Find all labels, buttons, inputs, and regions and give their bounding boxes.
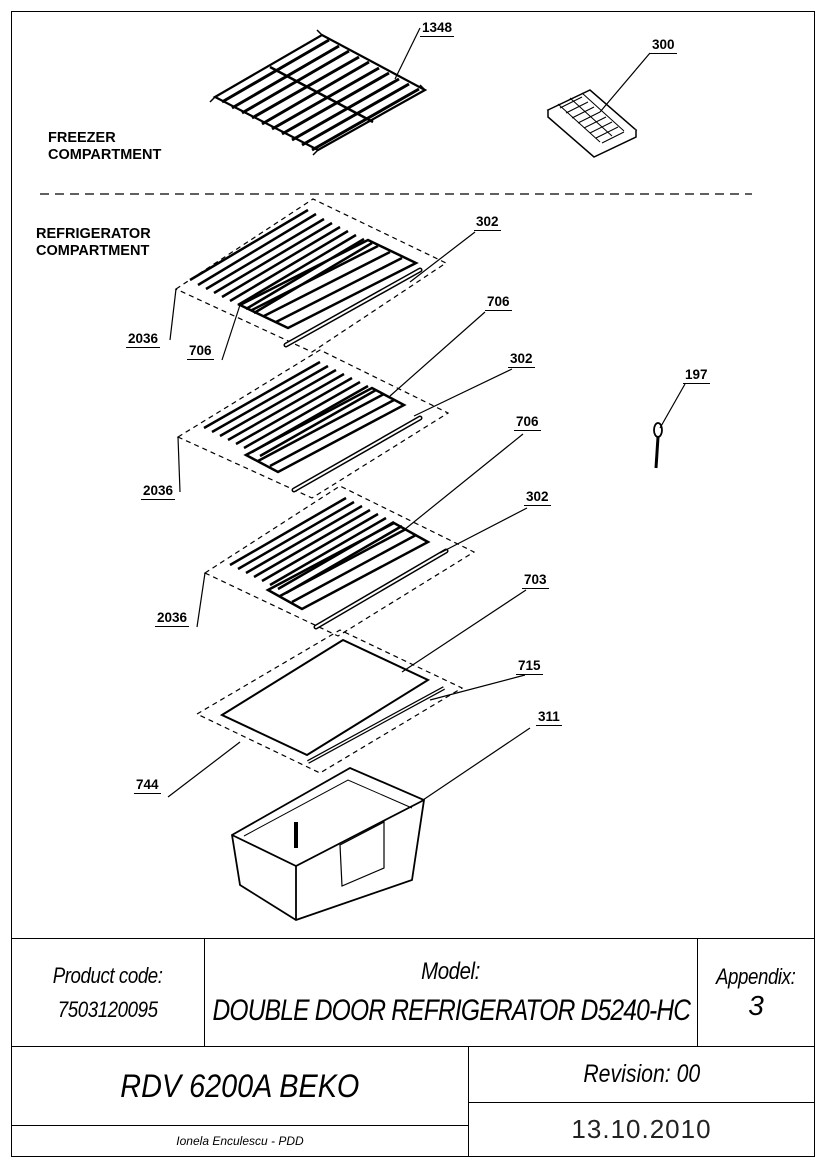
product-code-label: Product code: bbox=[53, 962, 163, 988]
refrigerator-section-label: REFRIGERATOR COMPARTMENT bbox=[36, 226, 151, 259]
part-callout-302: 302 bbox=[508, 351, 535, 368]
part-callout-2036: 2036 bbox=[155, 610, 190, 627]
part-callout-300: 300 bbox=[650, 37, 677, 54]
refrigerator-shelf-1 bbox=[174, 198, 448, 353]
freezer-section-label: FREEZER COMPARTMENT bbox=[48, 130, 162, 163]
part-callout-706: 706 bbox=[187, 343, 214, 360]
leader-lines bbox=[167, 231, 686, 803]
product-name-cell: RDV 6200A BEKO bbox=[11, 1046, 469, 1126]
part-callout-2036: 2036 bbox=[141, 483, 176, 500]
refrigerator-shelf-2 bbox=[176, 349, 450, 499]
ice-tray bbox=[546, 89, 638, 158]
model-label: Model: bbox=[421, 957, 481, 985]
exploded-parts-drawing bbox=[40, 27, 752, 921]
part-callout-302: 302 bbox=[524, 489, 551, 506]
part-callout-302: 302 bbox=[474, 214, 501, 231]
appendix-cell: Appendix: 3 bbox=[697, 938, 815, 1047]
appendix-value: 3 bbox=[748, 989, 764, 1021]
crisper-box bbox=[231, 766, 425, 921]
date-cell: 13.10.2010 bbox=[468, 1102, 815, 1157]
author-value: Ionela Enculescu - PDD bbox=[176, 1134, 304, 1148]
product-code-value: 7503120095 bbox=[58, 996, 158, 1022]
part-callout-2036: 2036 bbox=[126, 331, 161, 348]
part-callout-197: 197 bbox=[683, 367, 710, 384]
part-callout-1348: 1348 bbox=[420, 20, 455, 37]
product-name: RDV 6200A BEKO bbox=[120, 1067, 360, 1104]
part-callout-703: 703 bbox=[522, 572, 549, 589]
glass-shelf bbox=[195, 629, 464, 774]
date-value: 13.10.2010 bbox=[571, 1114, 712, 1144]
part-callout-311: 311 bbox=[536, 709, 562, 726]
author-cell: Ionela Enculescu - PDD bbox=[11, 1125, 469, 1157]
freezer-wire-shelf bbox=[209, 29, 428, 156]
clip-part bbox=[653, 422, 663, 469]
title-block: Product code: 7503120095 Model: DOUBLE D… bbox=[11, 938, 815, 1157]
refrigerator-shelf-3 bbox=[203, 485, 476, 637]
revision-cell: Revision: 00 bbox=[468, 1046, 815, 1103]
part-callout-706: 706 bbox=[514, 414, 541, 431]
revision-value: Revision: 00 bbox=[583, 1060, 700, 1088]
part-callout-706: 706 bbox=[485, 294, 512, 311]
appendix-label: Appendix: bbox=[716, 963, 796, 989]
part-callout-715: 715 bbox=[516, 658, 543, 675]
model-value: DOUBLE DOOR REFRIGERATOR D5240-HC bbox=[212, 993, 691, 1027]
part-callout-744: 744 bbox=[134, 777, 161, 794]
product-code-cell: Product code: 7503120095 bbox=[11, 938, 205, 1047]
model-cell: Model: DOUBLE DOOR REFRIGERATOR D5240-HC bbox=[204, 938, 698, 1047]
